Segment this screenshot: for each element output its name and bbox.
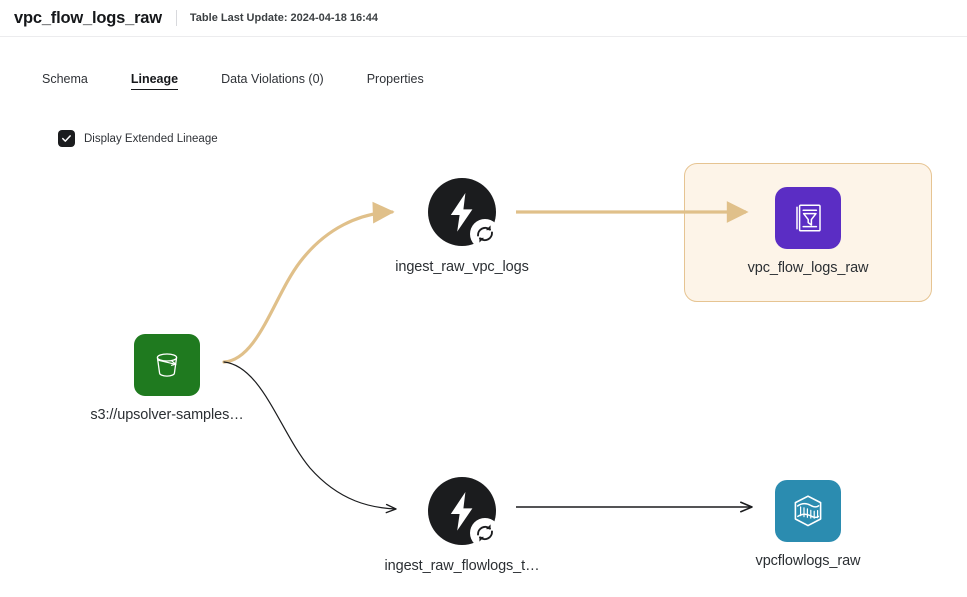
node-label: s3://upsolver-samples… [90, 407, 244, 423]
node-label: vpcflowlogs_raw [755, 553, 861, 569]
tab-schema[interactable]: Schema [42, 72, 88, 86]
edge-s3-to-ingest-flowlogs [223, 361, 397, 514]
node-label: vpc_flow_logs_raw [747, 260, 869, 276]
node-label: ingest_raw_flowlogs_t… [384, 558, 540, 574]
s3-bucket-icon [134, 334, 200, 396]
table-last-update-label: Table Last Update: 2024-04-18 16:44 [189, 12, 379, 24]
edge-s3-to-ingest-vpc [222, 201, 395, 364]
tab-bar: Schema Lineage Data Violations (0) Prope… [42, 72, 424, 90]
node-ingest-raw-vpc-logs[interactable]: ingest_raw_vpc_logs [379, 176, 545, 275]
table-filter-icon [775, 187, 841, 249]
job-lightning-icon [426, 176, 500, 249]
job-refresh-badge-icon [470, 518, 500, 548]
node-label: ingest_raw_vpc_logs [395, 259, 529, 275]
tab-lineage[interactable]: Lineage [130, 72, 179, 90]
job-lightning-icon [426, 475, 500, 548]
page-title: vpc_flow_logs_raw [14, 8, 162, 27]
checkbox-checked-icon[interactable] [58, 130, 75, 147]
page-header: vpc_flow_logs_raw Table Last Update: 202… [0, 0, 967, 37]
node-s3-source[interactable]: s3://upsolver-samples… [90, 334, 244, 423]
data-lake-icon [775, 480, 841, 542]
node-vpc-flow-logs-raw[interactable]: vpc_flow_logs_raw [725, 187, 891, 276]
job-refresh-badge-icon [470, 219, 500, 249]
display-extended-lineage-label: Display Extended Lineage [84, 132, 218, 145]
node-vpcflowlogs-raw[interactable]: vpcflowlogs_raw [725, 480, 891, 569]
node-ingest-raw-flowlogs[interactable]: ingest_raw_flowlogs_t… [374, 475, 550, 574]
tab-data-violations[interactable]: Data Violations (0) [221, 72, 324, 86]
tab-properties[interactable]: Properties [366, 72, 424, 86]
display-extended-lineage-toggle[interactable]: Display Extended Lineage [58, 130, 218, 147]
header-divider [175, 10, 177, 26]
